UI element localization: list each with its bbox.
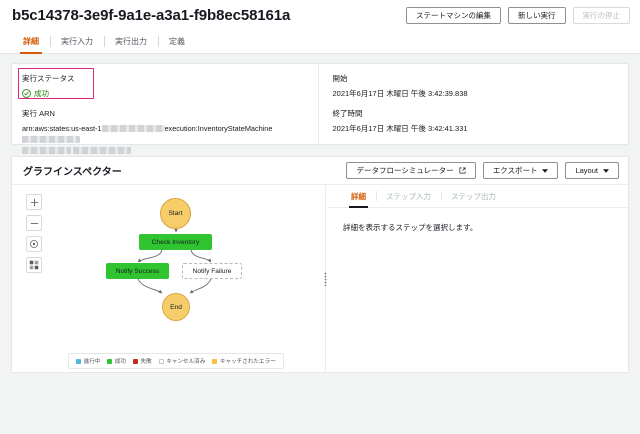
panel-resize-handle[interactable]	[322, 185, 329, 372]
legend-item-caught-error: キャッチされたエラー	[212, 357, 276, 365]
end-time-block: 終了時間 2021年6月17日 木曜日 午後 3:42:41.331	[333, 108, 619, 134]
step-tab-output[interactable]: ステップ出力	[441, 185, 506, 207]
execution-arn-value: arn:aws:states:us-east-1 execution:Invent…	[22, 123, 308, 145]
legend-item-cancelled: キャンセル済み	[158, 357, 206, 365]
details-right-column: 開始 2021年6月17日 木曜日 午後 3:42:39.838 終了時間 20…	[317, 64, 629, 144]
legend-label-succeeded: 成功	[114, 359, 126, 365]
legend-swatch-caught-error	[212, 358, 218, 364]
graph-zoom-controls	[26, 194, 42, 273]
header-action-buttons: ステートマシンの編集 新しい実行 実行の停止	[406, 6, 630, 24]
page-header: b5c14378-3e9f-9a1e-a3a1-f9b8ec58161a ステー…	[0, 0, 640, 30]
graph-inspector-title: グラフインスペクター	[23, 167, 122, 178]
graph-node-start[interactable]: Start	[160, 198, 191, 229]
execution-details-card: 実行ステータス 成功 実行 ARN arn:aws:states:us-east…	[11, 63, 629, 154]
legend-item-failed: 失敗	[133, 357, 152, 365]
layout-button[interactable]: Layout	[565, 162, 619, 179]
legend-item-in-progress: 進行中	[76, 357, 100, 365]
data-flow-simulator-button[interactable]: データフローシミュレーター	[346, 162, 476, 179]
tab-definition[interactable]: 定義	[158, 30, 196, 53]
legend-swatch-succeeded	[107, 358, 113, 364]
graph-node-notify-failure-label: Notify Failure	[192, 267, 232, 275]
new-execution-button[interactable]: 新しい実行	[508, 6, 566, 24]
graph-node-end-label: End	[170, 303, 182, 311]
execution-status-label: 実行ステータス	[22, 74, 75, 83]
end-time-value: 2021年6月17日 木曜日 午後 3:42:41.331	[332, 124, 468, 133]
zoom-out-icon[interactable]	[26, 215, 42, 231]
start-time-block: 開始 2021年6月17日 木曜日 午後 3:42:39.838	[333, 73, 619, 99]
graph-node-start-label: Start	[168, 210, 183, 217]
details-left-column: 実行ステータス 成功 実行 ARN arn:aws:states:us-east…	[12, 64, 318, 154]
execution-arn-value-wrap	[22, 145, 308, 156]
graph-node-notify-success[interactable]: Notify Success	[106, 263, 169, 279]
caret-down-icon	[603, 168, 609, 173]
graph-inspector-header: グラフインスペクター データフローシミュレーター エクスポート Layout	[12, 157, 628, 185]
arn-redacted-id-a	[22, 147, 71, 154]
legend-label-failed: 失敗	[140, 359, 152, 365]
graph-node-notify-failure[interactable]: Notify Failure	[182, 263, 242, 279]
layout-label: Layout	[575, 166, 598, 175]
graph-inspector-card: グラフインスペクター データフローシミュレーター エクスポート Layout	[11, 156, 629, 373]
start-time-value: 2021年6月17日 木曜日 午後 3:42:39.838	[332, 89, 468, 98]
legend-swatch-in-progress	[76, 358, 81, 364]
export-label: エクスポート	[492, 166, 538, 175]
legend-label-in-progress: 進行中	[83, 359, 101, 365]
execution-status-block: 実行ステータス 成功	[22, 73, 308, 99]
external-link-icon	[459, 167, 466, 174]
graph-inspector-actions: データフローシミュレーター エクスポート Layout	[346, 162, 619, 179]
tab-execution-input[interactable]: 実行入力	[50, 30, 104, 53]
step-tab-input[interactable]: ステップ入力	[376, 185, 441, 207]
legend-item-succeeded: 成功	[107, 357, 126, 365]
arn-redacted-name	[22, 136, 80, 143]
graph-inspector-body: Start Check Inventory Notify Success Not…	[12, 185, 628, 372]
graph-node-end[interactable]: End	[162, 293, 190, 321]
caret-down-icon	[542, 168, 549, 173]
tab-details[interactable]: 詳細	[12, 30, 50, 54]
edit-state-machine-button[interactable]: ステートマシンの編集	[406, 6, 501, 24]
arn-redacted-account	[101, 125, 165, 132]
arn-redacted-id-b	[73, 147, 132, 154]
resize-grip-icon	[324, 271, 327, 286]
legend-label-cancelled: キャンセル済み	[166, 359, 206, 365]
stop-execution-button: 実行の停止	[572, 6, 630, 24]
execution-arn-block: 実行 ARN arn:aws:states:us-east-1 execution…	[22, 108, 308, 156]
state-machine-graph[interactable]: Start Check Inventory Notify Success Not…	[12, 185, 322, 372]
graph-node-check-inventory-label: Check Inventory	[151, 238, 200, 246]
legend-label-caught-error: キャッチされたエラー	[219, 359, 276, 365]
graph-node-check-inventory[interactable]: Check Inventory	[139, 234, 212, 250]
step-detail-tabs: 詳細 ステップ入力 ステップ出力	[329, 185, 628, 208]
step-detail-placeholder: 詳細を表示するステップを選択します。	[343, 223, 478, 232]
end-time-label: 終了時間	[332, 109, 363, 118]
execution-status-value: 成功	[22, 88, 308, 99]
start-time-label: 開始	[332, 74, 348, 83]
zoom-in-icon[interactable]	[26, 194, 42, 210]
center-target-icon[interactable]	[26, 236, 42, 252]
main-tabs: 詳細 実行入力 実行出力 定義	[0, 30, 640, 54]
data-flow-simulator-label: データフローシミュレーター	[356, 166, 454, 175]
arn-prefix: arn:aws:states:us-east-1	[22, 124, 102, 133]
graph-legend: 進行中 成功 失敗 キャンセル済み キャッチされたエラー	[68, 353, 284, 369]
step-tab-details[interactable]: 詳細	[341, 185, 376, 208]
execution-arn-label: 実行 ARN	[22, 109, 55, 118]
arn-middle: execution:InventoryStateMachine	[164, 124, 273, 133]
legend-swatch-failed	[133, 358, 138, 364]
legend-swatch-cancelled	[158, 358, 164, 364]
step-detail-pane: 詳細 ステップ入力 ステップ出力 詳細を表示するステップを選択します。	[329, 185, 628, 372]
status-text: 成功	[34, 89, 49, 98]
graph-node-notify-success-label: Notify Success	[115, 267, 160, 275]
check-circle-icon	[22, 89, 31, 98]
page-title: b5c14378-3e9f-9a1e-a3a1-f9b8ec58161a	[12, 6, 291, 24]
tab-execution-output[interactable]: 実行出力	[104, 30, 158, 53]
fit-screen-icon[interactable]	[26, 257, 42, 273]
export-button[interactable]: エクスポート	[482, 162, 559, 179]
graph-edges	[137, 228, 212, 294]
